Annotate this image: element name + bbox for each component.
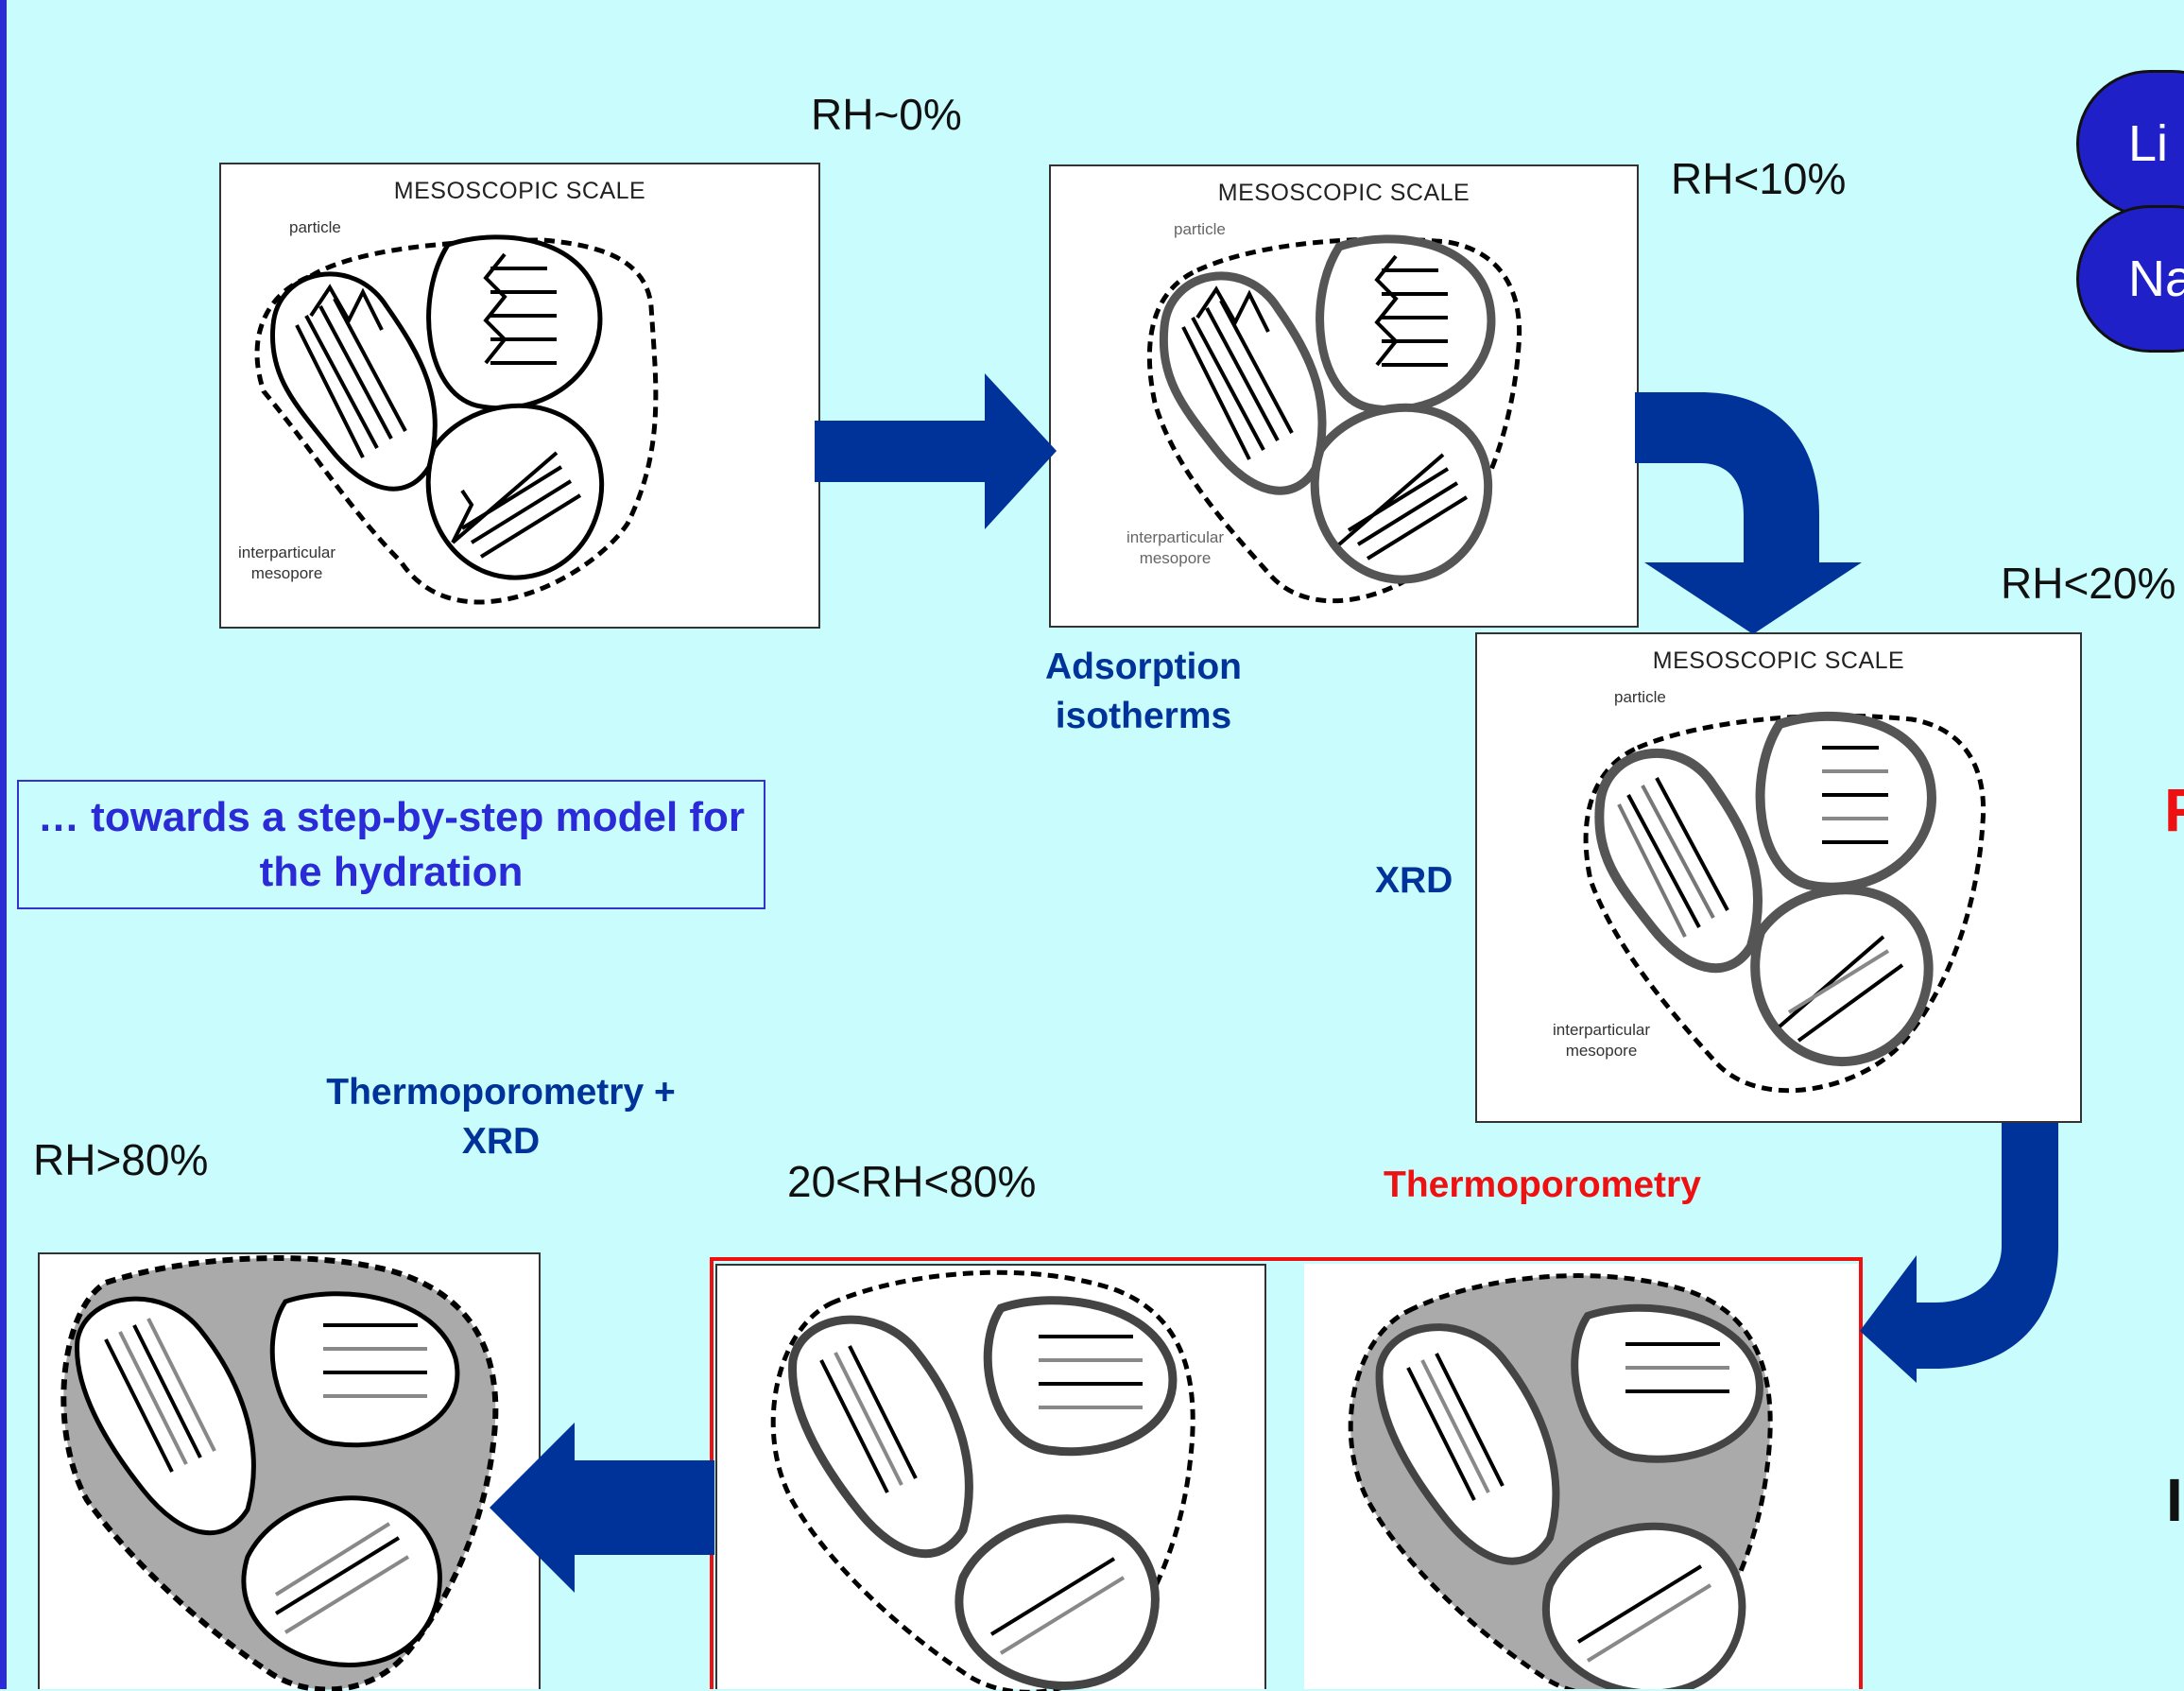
panel-mid-rh-a bbox=[715, 1264, 1266, 1691]
panel-mid-rh-b bbox=[1304, 1264, 1859, 1689]
panel-20-particle-label: particle bbox=[1614, 688, 1666, 706]
particle-cluster-mid-a bbox=[770, 1269, 1195, 1691]
rh-label-80: RH>80% bbox=[33, 1135, 209, 1184]
panel-high-rh bbox=[38, 1252, 541, 1691]
panel-dry-particle-label: particle bbox=[289, 218, 341, 236]
edge-fragment-red: F bbox=[2164, 776, 2184, 844]
arrow-left bbox=[490, 1423, 714, 1593]
method-xrd: XRD bbox=[1375, 860, 1453, 901]
left-accent-bar bbox=[0, 0, 7, 1689]
arrow-curve-left bbox=[1860, 1123, 2058, 1383]
rh-label-10: RH<10% bbox=[1671, 154, 1847, 203]
method-thermo-xrd: Thermoporometry + XRD bbox=[326, 1072, 676, 1162]
particle-cluster-dry bbox=[254, 234, 659, 605]
method-adsorption: Adsorption isotherms bbox=[1045, 647, 1242, 736]
arrow-right bbox=[815, 373, 1057, 529]
particle-cluster-high-rh bbox=[60, 1255, 499, 1691]
arrow-curve-down bbox=[1635, 392, 1862, 634]
rh-label-mid: 20<RH<80% bbox=[787, 1157, 1037, 1206]
panel-20-rh: MESOSCOPIC SCALE particle interparticula… bbox=[1475, 632, 2082, 1123]
panel-low-rh: MESOSCOPIC SCALE particle interparticula… bbox=[1049, 164, 1639, 628]
particle-cluster-mid-b bbox=[1348, 1273, 1773, 1689]
particle-cluster-20-rh bbox=[1583, 711, 1986, 1094]
panel-dry: MESOSCOPIC SCALE particle interparticula… bbox=[219, 163, 820, 629]
method-thermoporometry: Thermoporometry bbox=[1384, 1165, 1701, 1205]
bubble-na: Na bbox=[2076, 205, 2184, 353]
panel-20-title: MESOSCOPIC SCALE bbox=[1652, 647, 1905, 674]
rh-label-0: RH~0% bbox=[811, 90, 962, 139]
rh-label-20: RH<20% bbox=[2001, 559, 2176, 608]
model-note-box: … towards a step-by-step model for the h… bbox=[17, 780, 765, 909]
panel-low-title: MESOSCOPIC SCALE bbox=[1217, 180, 1470, 206]
edge-fragment-black: I bbox=[2166, 1466, 2183, 1534]
panel-dry-title: MESOSCOPIC SCALE bbox=[393, 178, 646, 204]
panel-low-particle-label: particle bbox=[1174, 220, 1226, 238]
particle-cluster-low-rh bbox=[1146, 234, 1522, 604]
bubble-li: Li bbox=[2076, 70, 2184, 217]
